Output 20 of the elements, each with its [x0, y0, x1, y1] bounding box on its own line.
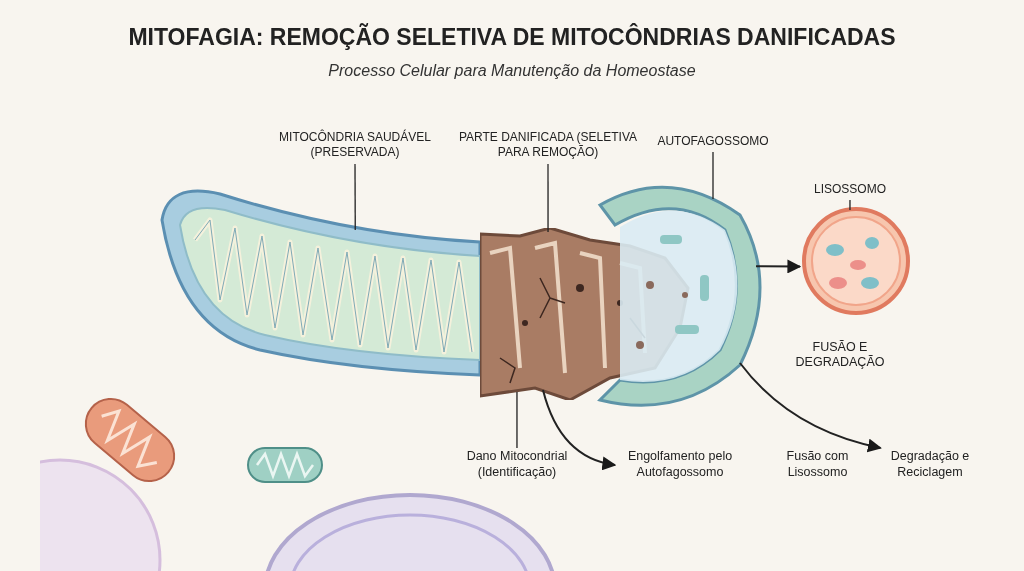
title: MITOFAGIA: REMOÇÃO SELETIVA DE MITOCÔNDRIAS DANIFICADAS — [127, 24, 897, 51]
step-label: Dano Mitocondrial (Identificação) — [455, 448, 579, 482]
callout-label: AUTOFAGOSSOMO — [648, 134, 778, 152]
leader-line — [354, 163, 356, 231]
lysosome-drawing — [800, 205, 912, 317]
stage-label: FUSÃO E DEGRADAÇÃO — [794, 340, 886, 370]
leader-line — [849, 199, 851, 211]
subtitle: Processo Celular para Manutenção da Homeostase — [327, 62, 697, 80]
step-label: Degradação e Reciclagem — [875, 448, 985, 482]
callout-label: MITOCÔNDRIA SAUDÁVEL (PRESERVADA) — [270, 130, 440, 164]
leader-line — [712, 151, 714, 200]
curved-arrow — [755, 259, 802, 274]
leader-line — [547, 163, 549, 233]
callout-label: LISOSSOMO — [800, 182, 900, 200]
curved-arrow — [739, 362, 882, 453]
curved-arrow — [542, 389, 617, 470]
step-label: Fusão com Lisossomo — [770, 448, 865, 482]
leader-line — [516, 391, 518, 449]
callout-label: PARTE DANIFICADA (SELETIVA PARA REMOÇÃO) — [452, 130, 644, 164]
step-label: Engolfamento pelo Autofagossomo — [615, 448, 745, 482]
